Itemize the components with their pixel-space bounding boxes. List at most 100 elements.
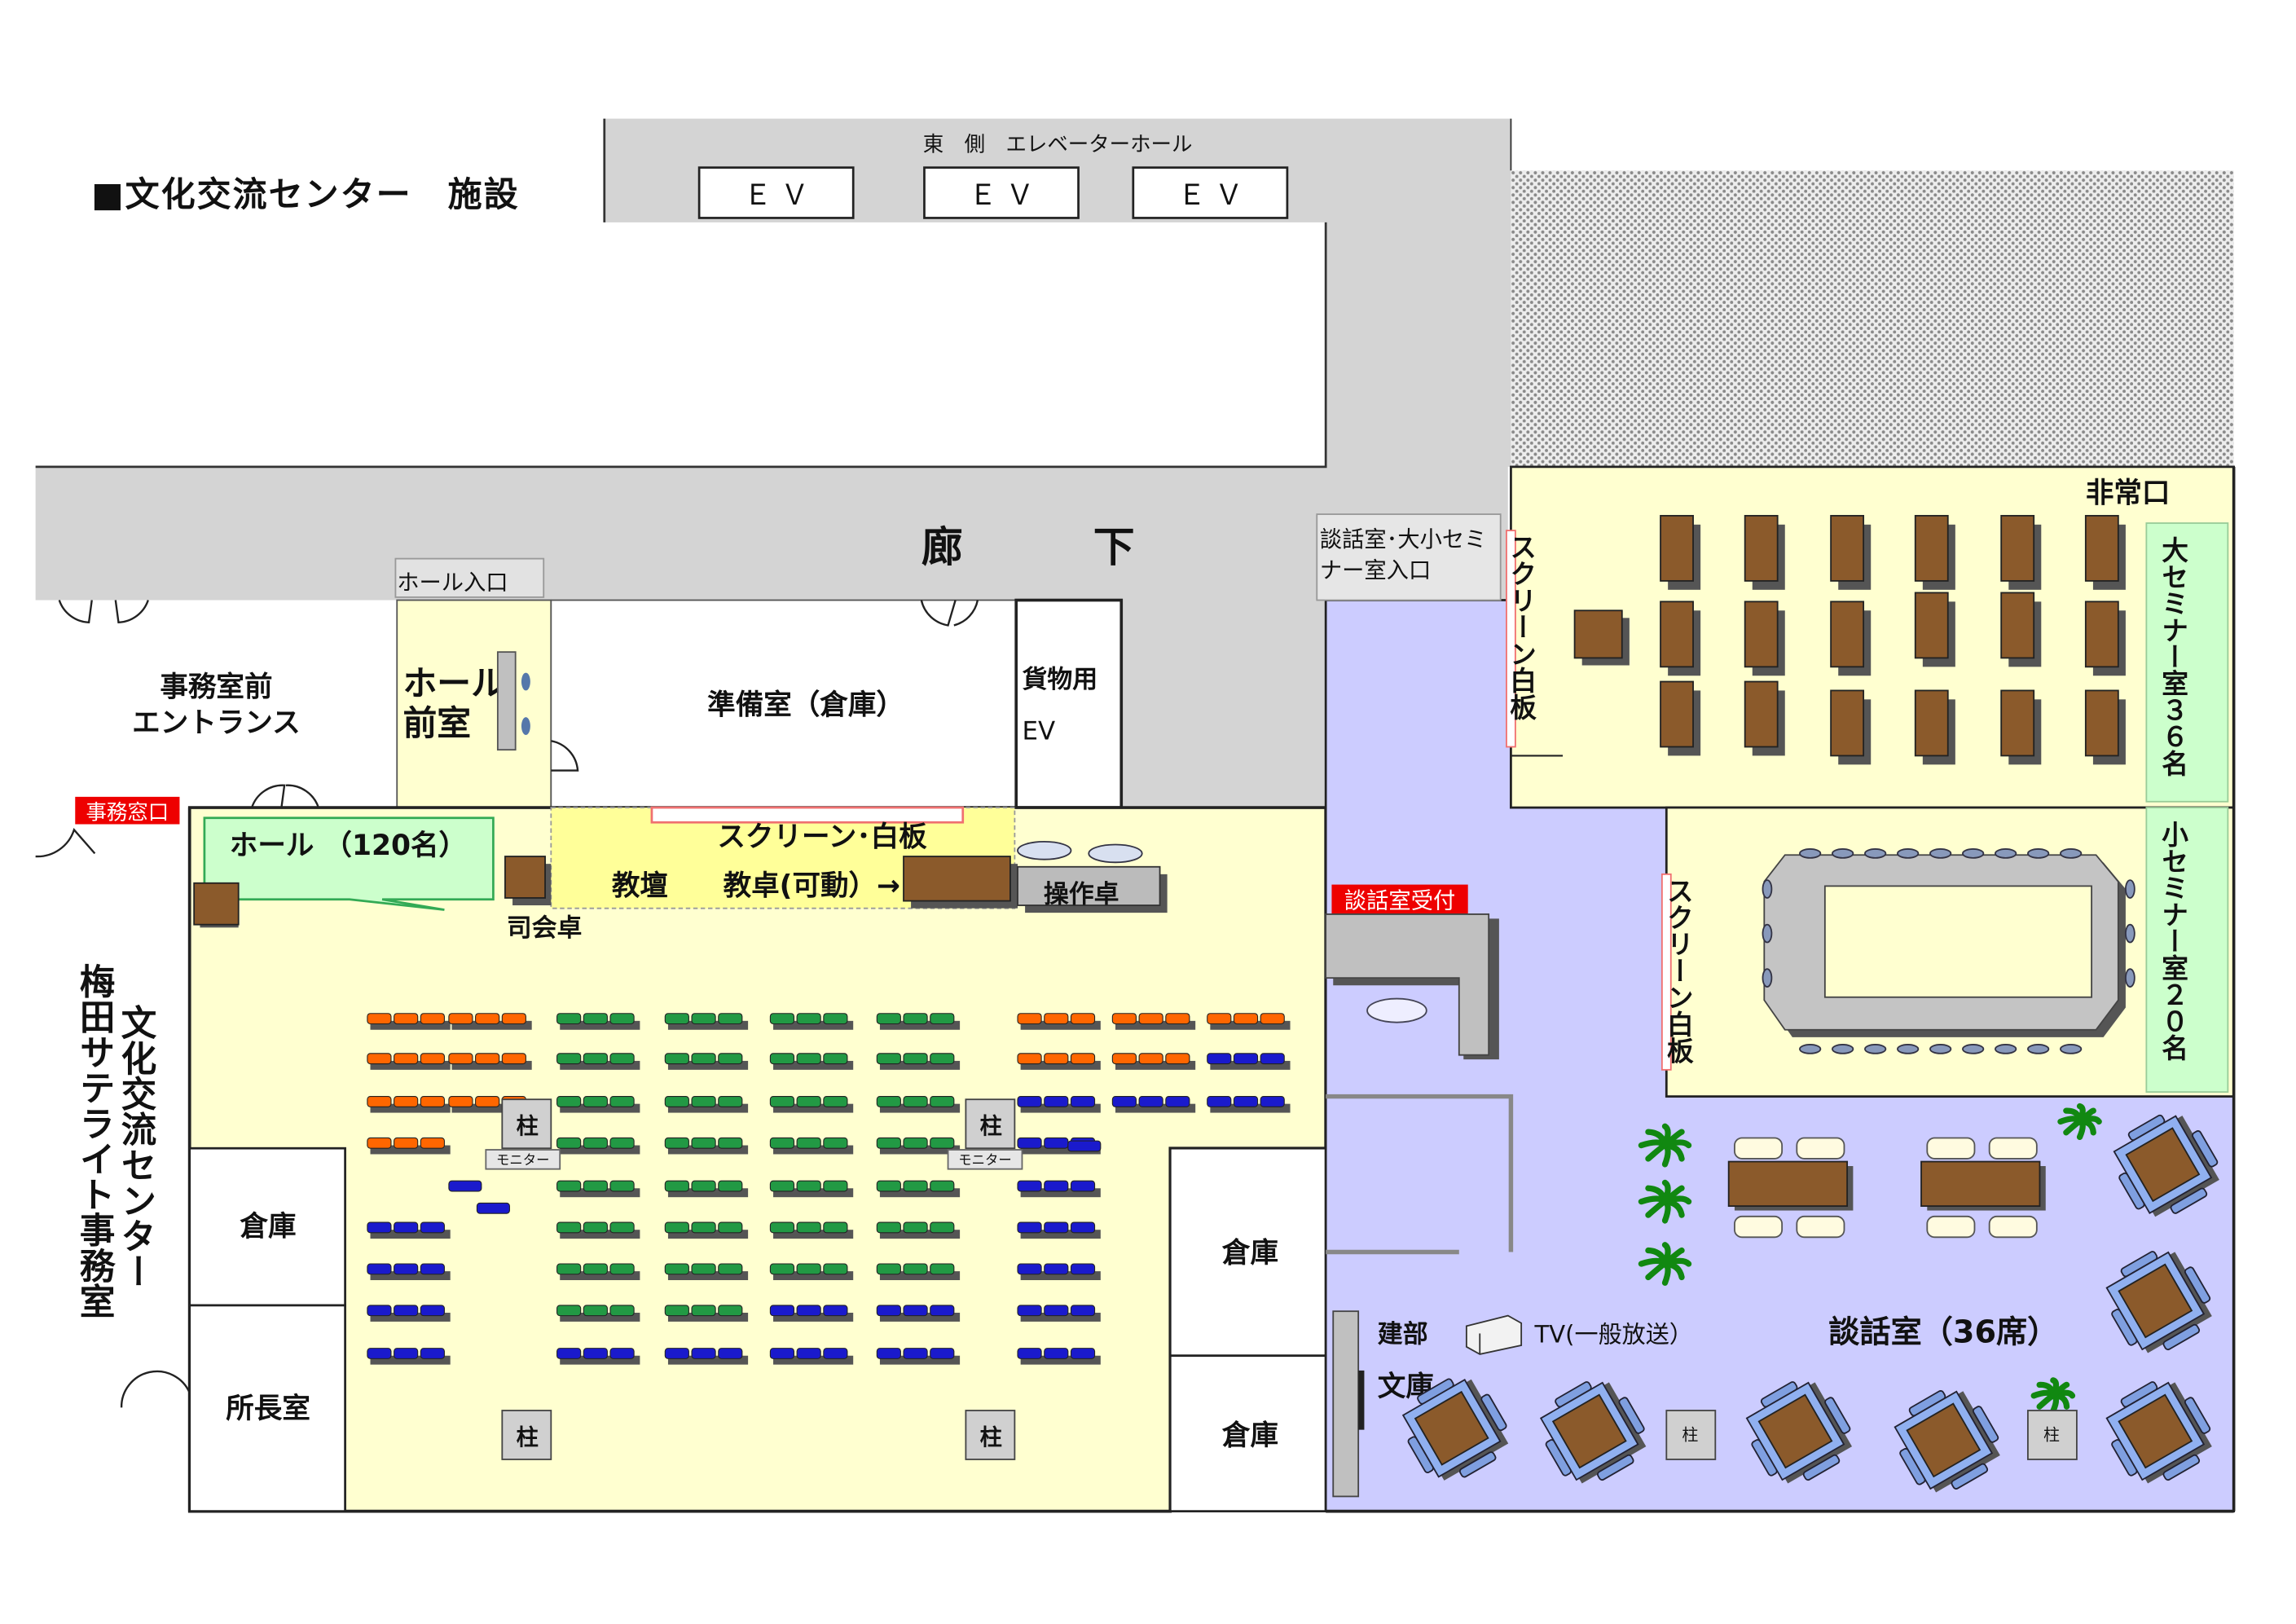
freight-ev-label: EV <box>1022 716 1055 746</box>
chair <box>583 1013 608 1025</box>
chair <box>1017 1348 1042 1359</box>
chair <box>448 1053 473 1065</box>
chair-group <box>1207 1053 1291 1070</box>
chair <box>556 1137 582 1149</box>
hall-lobby-label: 前室 <box>403 703 472 743</box>
chair-group <box>556 1348 640 1365</box>
chair-shadow <box>773 1271 854 1281</box>
chair <box>1988 1215 2038 1239</box>
storage-label: 倉庫 <box>1221 1419 1278 1452</box>
chair <box>1734 1137 1784 1160</box>
chair <box>718 1305 743 1317</box>
chair <box>609 1221 635 1234</box>
chair <box>930 1305 955 1317</box>
chair <box>556 1305 582 1317</box>
chair <box>876 1013 901 1025</box>
chair <box>718 1348 743 1359</box>
table <box>1414 1390 1489 1466</box>
elevator-2[interactable]: Ｅ Ｖ <box>923 166 1080 219</box>
chair <box>823 1013 848 1025</box>
plant-icon <box>2057 1102 2102 1141</box>
chair <box>609 1263 635 1275</box>
chair <box>1796 1137 1845 1160</box>
chair <box>1070 1348 1096 1359</box>
chair-shadow <box>451 1020 532 1030</box>
chair <box>1044 1348 1069 1359</box>
plant-icon <box>1638 1123 1692 1168</box>
chair <box>664 1180 689 1192</box>
pillar: 柱 <box>2027 1410 2078 1460</box>
chair-shadow <box>1020 1313 1101 1322</box>
chair <box>718 1221 743 1234</box>
mc-desk <box>504 856 546 899</box>
chair <box>664 1263 689 1275</box>
table <box>1727 1160 1849 1208</box>
chair <box>367 1137 392 1149</box>
screen-board <box>1506 530 1516 748</box>
chair-shadow <box>667 1020 749 1030</box>
chair <box>796 1263 821 1275</box>
chair <box>420 1096 445 1107</box>
chair-group <box>556 1305 640 1322</box>
chair <box>1044 1137 1069 1149</box>
chair <box>876 1096 901 1107</box>
chair-shadow <box>879 1313 961 1322</box>
chair <box>1070 1305 1096 1317</box>
chair <box>1480 1393 1507 1432</box>
chair-shadow <box>879 1355 961 1365</box>
emergency-exit-label[interactable]: 非常口 <box>2086 478 2171 510</box>
chair-group <box>876 1221 961 1239</box>
desk <box>2000 689 2035 757</box>
small-seminar-sign: 小セミナー室２０名 <box>2145 807 2229 1094</box>
chair <box>1864 848 1887 859</box>
chair <box>1972 1406 1999 1443</box>
chair-group <box>1111 1053 1196 1070</box>
chair-group <box>876 1348 961 1365</box>
chair-group <box>664 1180 749 1198</box>
office-front-label: エントランス <box>132 706 301 739</box>
chair <box>2125 879 2135 899</box>
prep-room-label: 準備室（倉庫） <box>707 689 904 722</box>
chair <box>1138 1053 1163 1065</box>
chair-group <box>876 1305 961 1322</box>
chair-group <box>556 1180 640 1198</box>
chair <box>718 1180 743 1192</box>
lounge-table-set <box>1539 1381 1647 1484</box>
freight-elevator[interactable] <box>1014 598 1124 809</box>
chair-group <box>769 1096 854 1113</box>
chair <box>796 1180 821 1192</box>
chair <box>2184 1397 2211 1434</box>
chair <box>1207 1053 1232 1065</box>
elevator-3[interactable]: Ｅ Ｖ <box>1132 166 1289 219</box>
chair-shadow <box>370 1271 451 1281</box>
control-desk: 操作卓 <box>1017 840 1168 913</box>
chair <box>903 1263 928 1275</box>
elevator-1[interactable]: Ｅ Ｖ <box>697 166 855 219</box>
chair <box>1070 1053 1096 1065</box>
chair <box>420 1053 445 1065</box>
chair-shadow <box>667 1103 749 1113</box>
chair <box>876 1348 901 1359</box>
chair-group <box>1207 1096 1291 1113</box>
chair-group <box>556 1013 640 1030</box>
chair-group <box>769 1221 854 1239</box>
plant-icon <box>1638 1242 1692 1286</box>
leaf <box>2076 1107 2096 1125</box>
office-window-sign[interactable]: 事務窓口 <box>73 794 183 827</box>
lectern-label: 教壇 <box>612 869 668 902</box>
chair <box>664 1096 689 1107</box>
hall-floor <box>187 806 1327 1513</box>
chair <box>367 1305 392 1317</box>
desk <box>1830 514 1865 582</box>
chair <box>556 1263 582 1275</box>
chair <box>718 1096 743 1107</box>
chair-group <box>556 1263 640 1281</box>
monitor-label: モニター <box>958 1152 1011 1168</box>
table <box>2118 1393 2193 1469</box>
chair <box>394 1137 419 1149</box>
chair <box>903 1137 928 1149</box>
lounge-reception-sign[interactable]: 談話室受付 <box>1331 884 1468 916</box>
chair-shadow <box>1020 1103 1101 1113</box>
chair-shadow <box>560 1230 640 1239</box>
lounge-table-set <box>1894 1390 2000 1493</box>
